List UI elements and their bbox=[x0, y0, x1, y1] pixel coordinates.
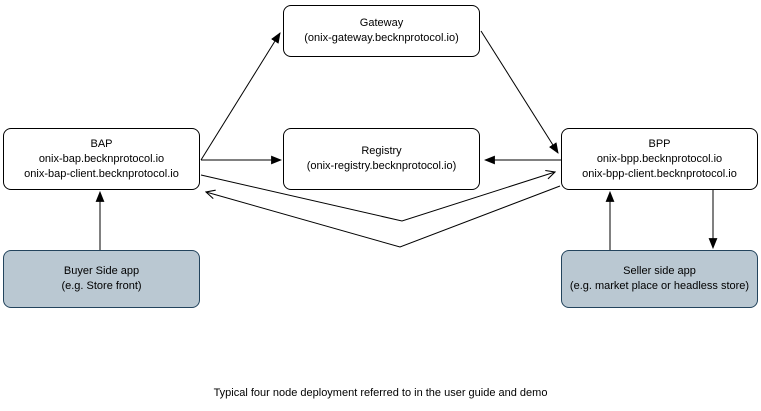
node-registry-domain: (onix-registry.becknprotocol.io) bbox=[306, 160, 457, 172]
node-buyer-app-title: Buyer Side app bbox=[63, 265, 140, 277]
node-bpp-title: BPP bbox=[648, 137, 671, 150]
edge-bap-to-bpp-arrow bbox=[200, 172, 555, 222]
edge-bap-to-gateway-arrow bbox=[200, 32, 281, 161]
node-seller-side-app: Seller side app (e.g. market place or he… bbox=[561, 250, 758, 308]
node-bap-title: BAP bbox=[90, 137, 113, 150]
node-bpp-client-domain: onix-bpp-client.becknprotocol.io bbox=[582, 167, 737, 180]
node-bap-domain: onix-bap.becknprotocol.io bbox=[38, 152, 165, 165]
node-gateway: Gateway (onix-gateway.becknprotocol.io) bbox=[283, 5, 480, 57]
edge-gateway-to-bpp-arrow bbox=[480, 30, 559, 154]
node-bap: BAP onix-bap.becknprotocol.io onix-bap-c… bbox=[3, 128, 200, 190]
node-registry: Registry (onix-registry.becknprotocol.io… bbox=[283, 128, 480, 190]
node-bpp: BPP onix-bpp.becknprotocol.io onix-bpp-c… bbox=[561, 128, 758, 190]
node-buyer-app-subtitle: (e.g. Store front) bbox=[61, 280, 142, 292]
node-bap-client-domain: onix-bap-client.becknprotocol.io bbox=[24, 167, 179, 180]
edge-bpp-to-bap-arrow bbox=[206, 185, 561, 248]
node-bpp-domain: onix-bpp.becknprotocol.io bbox=[596, 152, 723, 165]
node-seller-app-title: Seller side app bbox=[623, 265, 696, 277]
node-gateway-title: Gateway bbox=[359, 17, 404, 29]
node-gateway-domain: (onix-gateway.becknprotocol.io) bbox=[304, 32, 459, 44]
node-buyer-side-app: Buyer Side app (e.g. Store front) bbox=[3, 250, 200, 308]
node-seller-app-subtitle: (e.g. market place or headless store) bbox=[569, 280, 750, 292]
node-registry-title: Registry bbox=[361, 145, 402, 157]
diagram-caption: Typical four node deployment referred to… bbox=[213, 387, 548, 399]
